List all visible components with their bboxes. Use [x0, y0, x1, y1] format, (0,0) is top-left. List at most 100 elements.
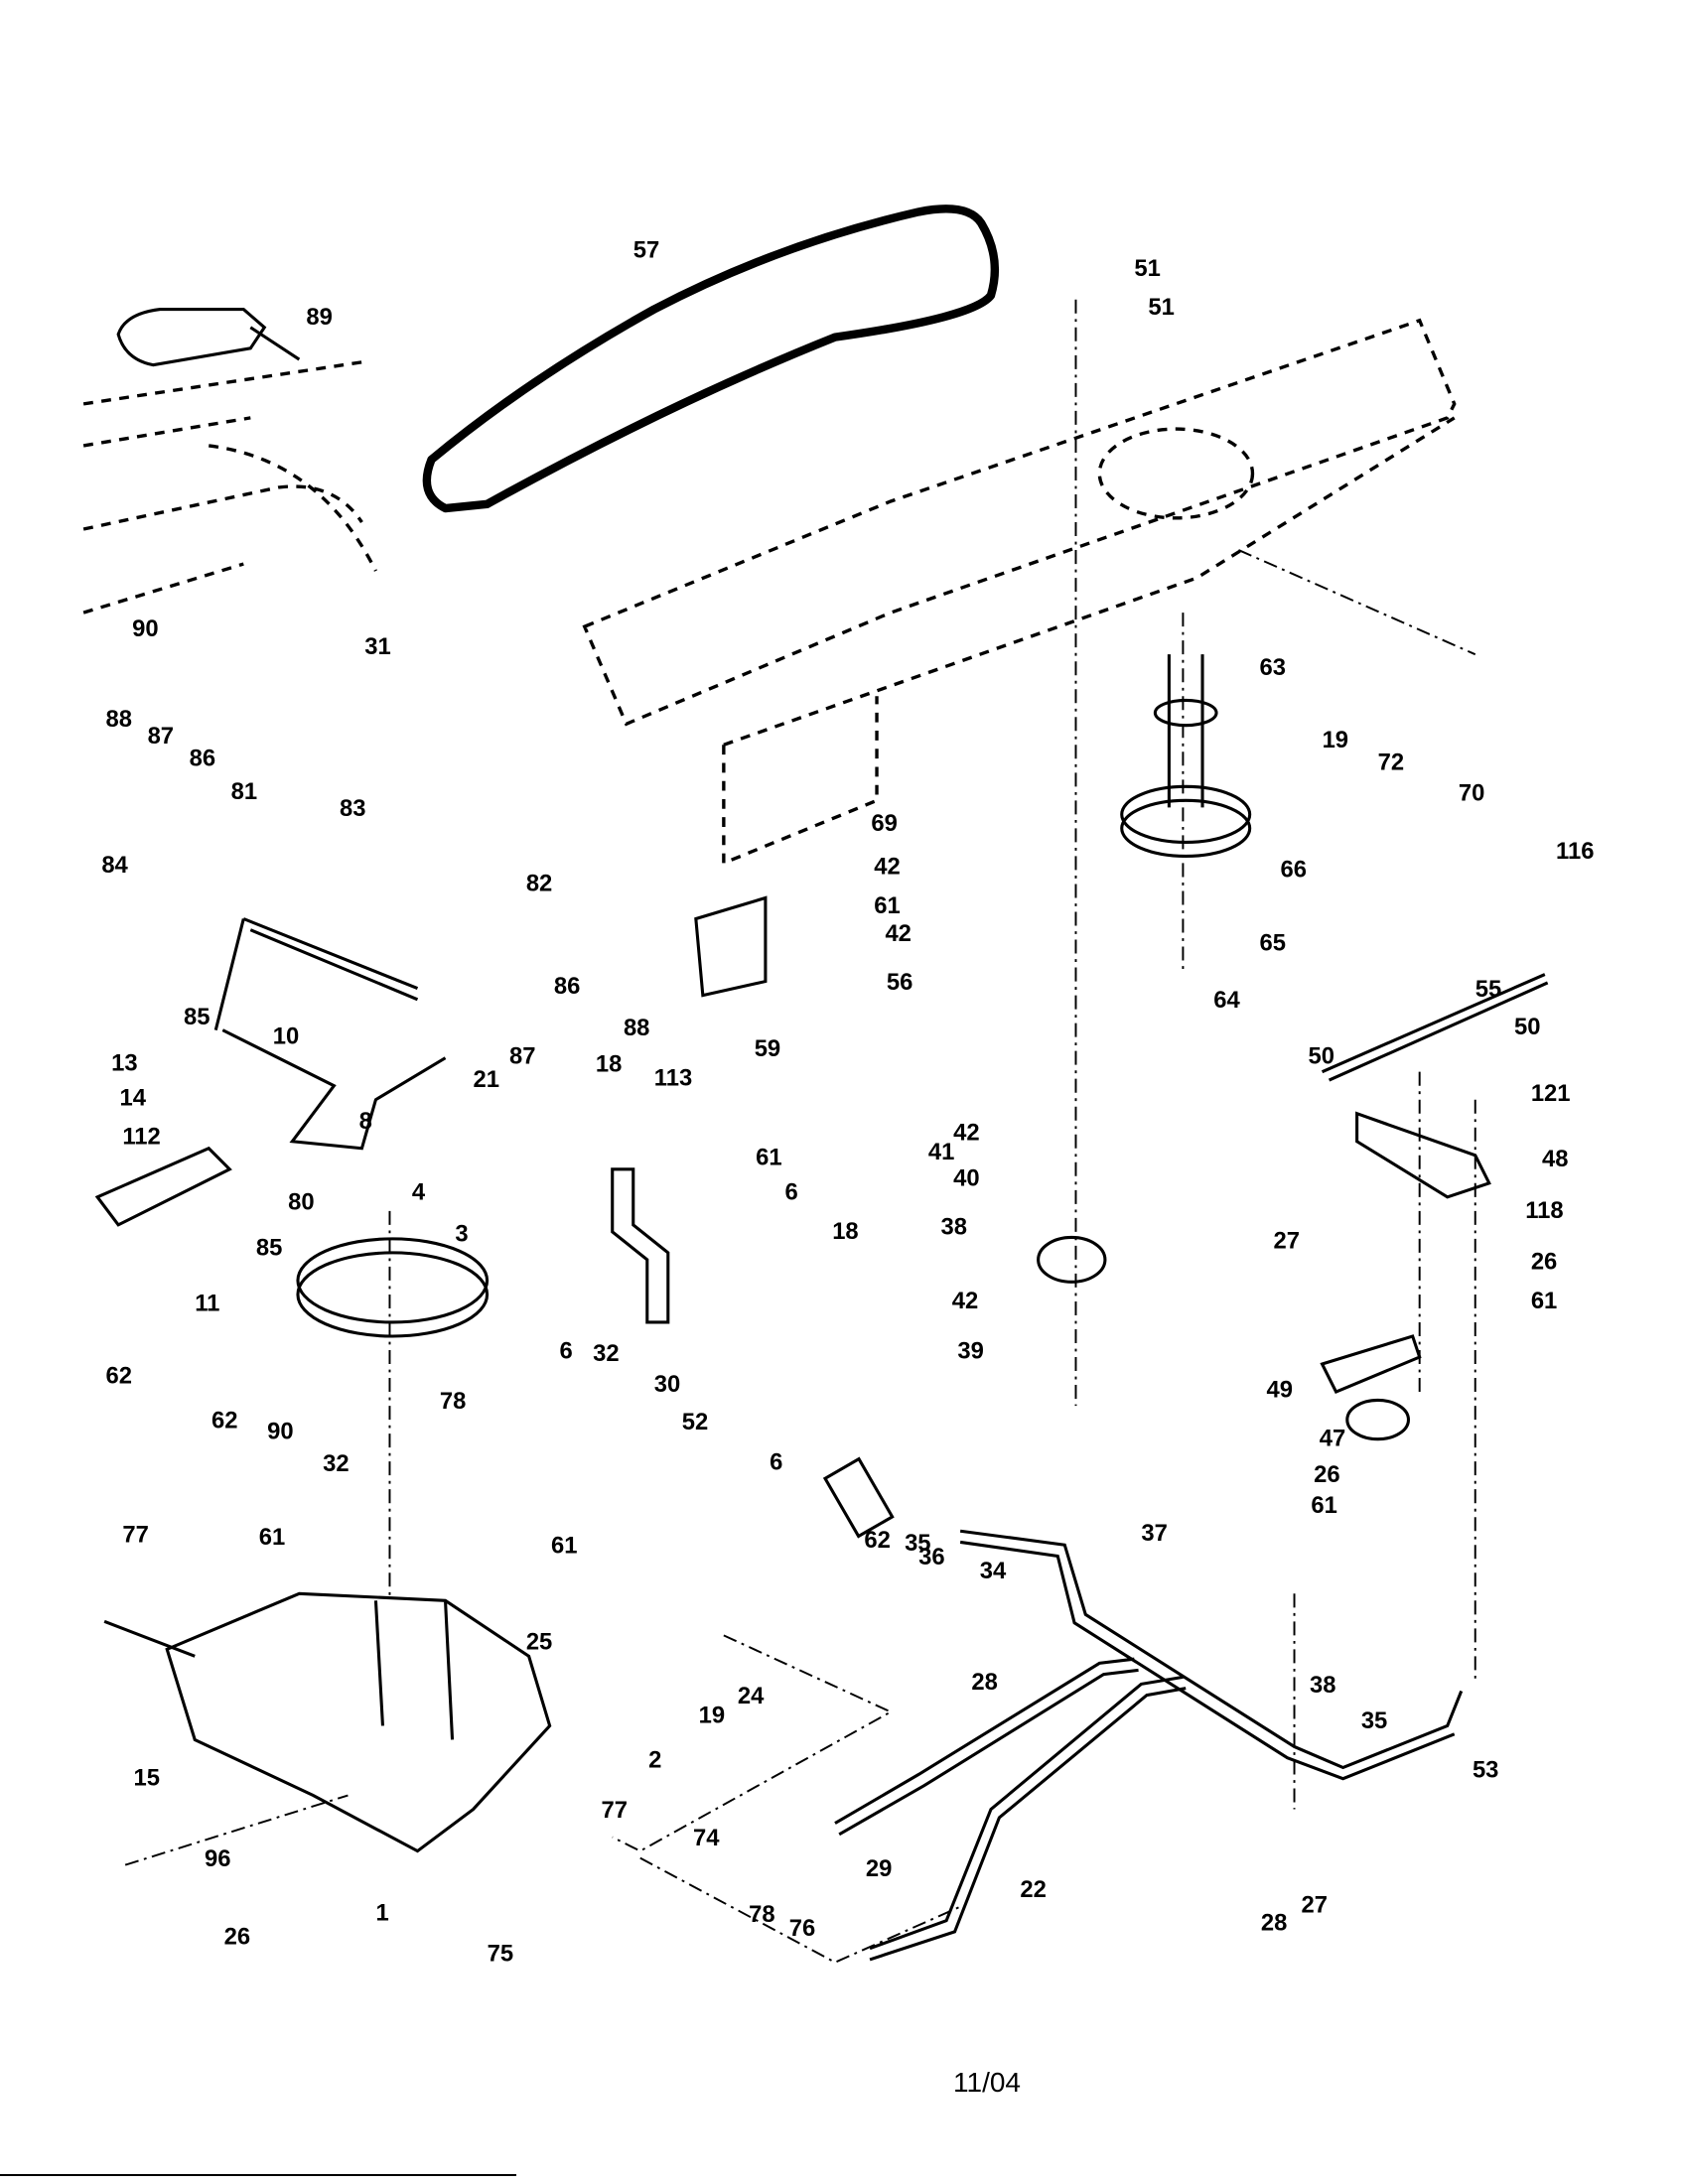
callout-label: 112	[122, 1124, 160, 1151]
callout-label: 42	[953, 1119, 980, 1146]
callout-label: 55	[1475, 976, 1502, 1003]
sleeve-62	[822, 1456, 895, 1539]
revision-date: 11/04	[953, 2067, 1021, 2098]
idler-pulley	[1037, 1235, 1107, 1284]
callout-label: 61	[551, 1533, 578, 1560]
callout-label: 50	[1514, 1014, 1541, 1040]
callout-label: 35	[905, 1530, 931, 1557]
callout-label: 32	[593, 1340, 620, 1367]
idler-bracket	[1355, 1111, 1491, 1199]
callout-label: 78	[749, 1901, 775, 1928]
callout-label: 18	[596, 1051, 623, 1078]
callout-label: 31	[364, 633, 391, 660]
callout-label: 81	[231, 778, 257, 805]
callout-label: 36	[918, 1544, 945, 1570]
callout-label: 59	[755, 1035, 781, 1062]
callout-label: 27	[1274, 1228, 1301, 1255]
callout-label: 72	[1378, 750, 1405, 776]
callout-label: 28	[971, 1669, 998, 1696]
callout-label: 3	[455, 1221, 468, 1248]
callout-label: 26	[224, 1924, 251, 1951]
callout-label: 38	[1310, 1672, 1336, 1699]
callout-label: 26	[1531, 1249, 1558, 1276]
callout-label: 39	[957, 1337, 984, 1364]
callout-label: 47	[1320, 1426, 1346, 1452]
callout-label: 38	[941, 1214, 968, 1241]
callout-label: 52	[682, 1409, 709, 1435]
callout-label: 66	[1281, 856, 1308, 883]
callout-label: 2	[648, 1747, 661, 1774]
callout-label: 83	[340, 795, 365, 822]
callout-label: 28	[1261, 1909, 1288, 1936]
callout-label: 87	[148, 723, 175, 750]
center-axis	[388, 299, 1476, 1685]
callout-label: 13	[111, 1049, 138, 1076]
rod-22	[869, 1675, 1187, 1962]
callout-label: 22	[1020, 1876, 1047, 1903]
brake-pulley	[1345, 1398, 1411, 1441]
callout-label: 4	[412, 1179, 426, 1206]
callout-label: 62	[211, 1407, 238, 1433]
callout-label: 85	[256, 1235, 283, 1262]
callout-label: 85	[184, 1004, 210, 1030]
bracket-59	[694, 895, 768, 998]
frame-outline	[582, 318, 1457, 866]
callout-label: 6	[770, 1449, 782, 1476]
callout-label: 25	[526, 1628, 553, 1655]
drive-belt	[422, 205, 1000, 513]
callout-label: 34	[980, 1558, 1007, 1584]
bottom-rule	[0, 2174, 516, 2176]
callout-label: 87	[509, 1042, 536, 1069]
callout-label: 19	[699, 1703, 726, 1729]
callout-label: 18	[832, 1218, 859, 1245]
callout-label: 63	[1259, 654, 1286, 681]
callout-labels: 5789903151516319727011669426188878681838…	[101, 237, 1594, 1968]
callout-label: 21	[474, 1066, 500, 1093]
callout-label: 30	[654, 1371, 681, 1398]
callout-label: 75	[488, 1940, 513, 1967]
callout-label: 10	[273, 1024, 300, 1050]
callout-label: 69	[871, 810, 898, 837]
callout-label: 76	[789, 1915, 816, 1942]
brake-bracket	[1320, 1334, 1422, 1395]
frame-bar	[1238, 549, 1476, 656]
callout-label: 6	[559, 1337, 572, 1364]
transmission-pulley	[296, 1237, 490, 1338]
callout-label: 53	[1473, 1756, 1499, 1783]
callout-label: 57	[633, 237, 660, 264]
callout-label: 51	[1134, 255, 1161, 282]
callout-label: 90	[267, 1419, 294, 1445]
callout-label: 61	[259, 1524, 286, 1551]
callout-label: 11	[195, 1291, 219, 1317]
body-outline	[82, 360, 377, 614]
callout-label: 84	[101, 852, 128, 879]
callout-label: 118	[1525, 1197, 1563, 1224]
callout-label: 88	[106, 706, 133, 733]
callout-label: 65	[1259, 930, 1286, 957]
callout-label: 61	[756, 1145, 782, 1171]
callout-label: 113	[654, 1065, 692, 1092]
callout-label: 42	[952, 1288, 979, 1314]
callout-label: 27	[1302, 1891, 1329, 1918]
callout-label: 41	[928, 1139, 955, 1165]
spring-55	[1321, 973, 1549, 1082]
callout-label: 37	[1141, 1520, 1168, 1547]
callout-label: 42	[885, 920, 912, 947]
callout-label: 24	[738, 1683, 765, 1709]
callout-label: 48	[1542, 1146, 1569, 1172]
pedal-bracket	[94, 1146, 232, 1227]
callout-label: 116	[1556, 838, 1594, 865]
callout-label: 96	[205, 1845, 231, 1872]
callout-label: 14	[120, 1084, 147, 1111]
callout-label: 61	[874, 892, 901, 919]
rod-34	[959, 1529, 1464, 1781]
callout-label: 50	[1309, 1042, 1335, 1069]
shift-lever	[221, 1028, 447, 1151]
callout-label: 78	[440, 1388, 467, 1415]
callout-label: 19	[1323, 727, 1349, 753]
callout-label: 1	[375, 1900, 388, 1927]
callout-label: 82	[526, 870, 553, 896]
pedal-shaft	[213, 917, 419, 1031]
callout-label: 64	[1213, 987, 1240, 1014]
